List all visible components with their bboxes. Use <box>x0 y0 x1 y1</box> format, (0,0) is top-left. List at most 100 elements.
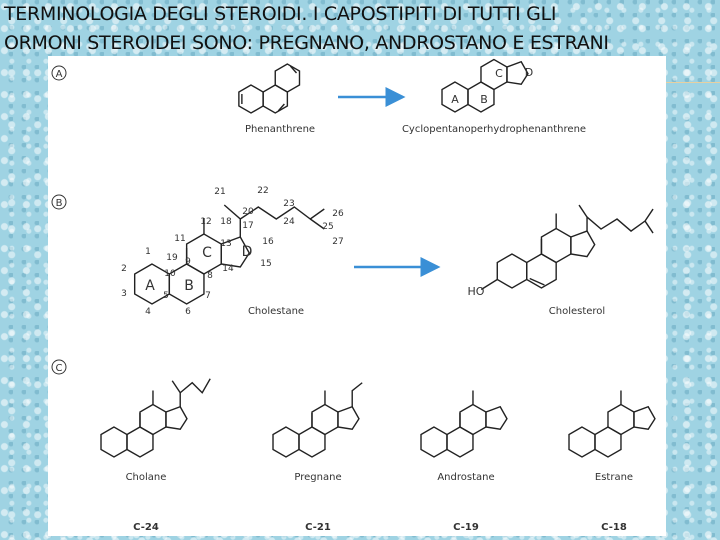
ring-letter-d-top: D <box>525 66 533 79</box>
pregnane-carbons: C-21 <box>305 522 331 533</box>
phenanthrene-label: Phenanthrene <box>245 124 315 135</box>
ring-letter-b-top: B <box>480 93 488 106</box>
carbon-number-22: 22 <box>257 186 268 196</box>
carbon-number-11: 11 <box>174 234 185 244</box>
cyclopentanoperhydrophenanthrene-structure <box>441 58 529 113</box>
estrane-ring-c <box>607 403 635 436</box>
phen-ring-3 <box>274 63 301 93</box>
chol-side-chain <box>239 206 325 220</box>
carbon-number-1: 1 <box>145 247 151 257</box>
title-line-2: ORMONI STEROIDEI SONO: PREGNANO, ANDROST… <box>4 32 609 54</box>
phenanthrene-structure <box>238 63 301 114</box>
decorative-line <box>666 82 720 83</box>
ring-letter-b-mid: B <box>184 278 194 294</box>
cholane-c20 <box>171 380 181 407</box>
androstane-structure <box>420 390 508 458</box>
carbon-number-15: 15 <box>260 259 271 269</box>
carbon-number-5: 5 <box>163 291 169 301</box>
carbon-number-21: 21 <box>214 187 225 197</box>
panel-label-a: A <box>51 65 67 81</box>
pregnane-structure <box>272 382 363 458</box>
cholane-ring-c <box>139 403 167 436</box>
carbon-number-12: 12 <box>200 217 211 227</box>
carbon-number-20: 20 <box>242 207 254 217</box>
panel-label-a-text: A <box>56 69 63 80</box>
ring-letter-a-mid: A <box>145 278 155 294</box>
cholesterol-label: Cholesterol <box>549 306 605 317</box>
pregnane-ring-c <box>311 403 339 436</box>
carbon-number-2: 2 <box>121 264 127 274</box>
chst-ring-a <box>496 253 528 289</box>
pregnane-c20-c21 <box>351 382 363 407</box>
cholane-structure <box>100 378 211 458</box>
panel-label-c-text: C <box>56 363 63 374</box>
title-line-1: TERMINOLOGIA DEGLI STEROIDI. I CAPOSTIPI… <box>4 3 557 25</box>
estrane-structure <box>568 390 656 458</box>
pregnane-label: Pregnane <box>294 472 341 483</box>
chst-double-bond <box>529 277 545 286</box>
carbon-number-9: 9 <box>185 257 191 267</box>
carbon-number-6: 6 <box>185 307 191 317</box>
carbon-number-24: 24 <box>283 217 295 227</box>
chst-c20 <box>578 204 588 232</box>
chst-oh-bond <box>480 278 498 291</box>
carbon-number-7: 7 <box>205 291 211 301</box>
panel-label-c: C <box>51 359 67 375</box>
cholane-side-chain <box>179 378 211 394</box>
ring-letter-d-mid: D <box>242 244 253 260</box>
pregnane-ring-a <box>272 426 300 458</box>
slide-title: TERMINOLOGIA DEGLI STEROIDI. I CAPOSTIPI… <box>4 0 720 58</box>
cholestane-structure <box>133 204 325 305</box>
ring-letter-c-mid: C <box>202 245 212 261</box>
carbon-number-26: 26 <box>332 209 344 219</box>
chst-c27 <box>644 220 654 234</box>
cholane-ring-d <box>165 405 188 431</box>
panel-label-b: B <box>51 194 67 210</box>
ring-letter-c-top: C <box>495 67 503 80</box>
carbon-number-18: 18 <box>220 217 232 227</box>
carbon-number-25: 25 <box>322 222 333 232</box>
cyclo-ring-d <box>506 60 529 86</box>
carbon-number-16: 16 <box>262 237 274 247</box>
estrane-ring-a <box>568 426 596 458</box>
steroid-diagram-panel: A B C Phenanthrene Cyclopentanoperhydrop… <box>48 56 666 536</box>
androstane-ring-d <box>485 405 508 431</box>
carbon-number-4: 4 <box>145 307 151 317</box>
chst-ring-b <box>526 253 557 289</box>
carbon-number-14: 14 <box>222 264 234 274</box>
cholestane-label: Cholestane <box>248 306 304 317</box>
estrane-ring-d <box>633 405 656 431</box>
androstane-label: Androstane <box>437 472 494 483</box>
cyclo-ring-c <box>480 58 508 91</box>
carbon-number-3: 3 <box>121 289 127 299</box>
phen-double-2 <box>289 65 298 74</box>
chst-ring-d <box>570 230 596 258</box>
carbon-number-27: 27 <box>332 237 343 247</box>
androstane-carbons: C-19 <box>453 522 479 533</box>
carbon-number-13: 13 <box>220 239 231 249</box>
androstane-ring-a <box>420 426 448 458</box>
cholane-carbons: C-24 <box>133 522 159 533</box>
cholane-ring-a <box>100 426 128 458</box>
cholane-label: Cholane <box>126 472 167 483</box>
pregnane-ring-d <box>337 405 360 431</box>
hydroxyl-label: HO <box>468 285 485 298</box>
carbon-number-8: 8 <box>207 271 213 281</box>
panel-label-b-text: B <box>56 198 63 209</box>
carbon-number-19: 19 <box>166 253 178 263</box>
carbon-number-23: 23 <box>283 199 294 209</box>
chst-ring-c <box>540 227 572 264</box>
estrane-carbons: C-18 <box>601 522 627 533</box>
chol-ring-d <box>220 236 251 268</box>
chol-c27 <box>309 218 325 230</box>
estrane-label: Estrane <box>595 472 633 483</box>
androstane-ring-c <box>459 403 487 436</box>
cholesterol-structure <box>480 204 654 291</box>
chst-side-chain <box>586 208 654 232</box>
phen-double-3 <box>277 103 285 112</box>
carbon-number-17: 17 <box>242 221 253 231</box>
steroid-diagram: A B C Phenanthrene Cyclopentanoperhydrop… <box>51 58 656 533</box>
carbon-number-10: 10 <box>164 269 176 279</box>
ring-letter-a-top: A <box>451 93 459 106</box>
